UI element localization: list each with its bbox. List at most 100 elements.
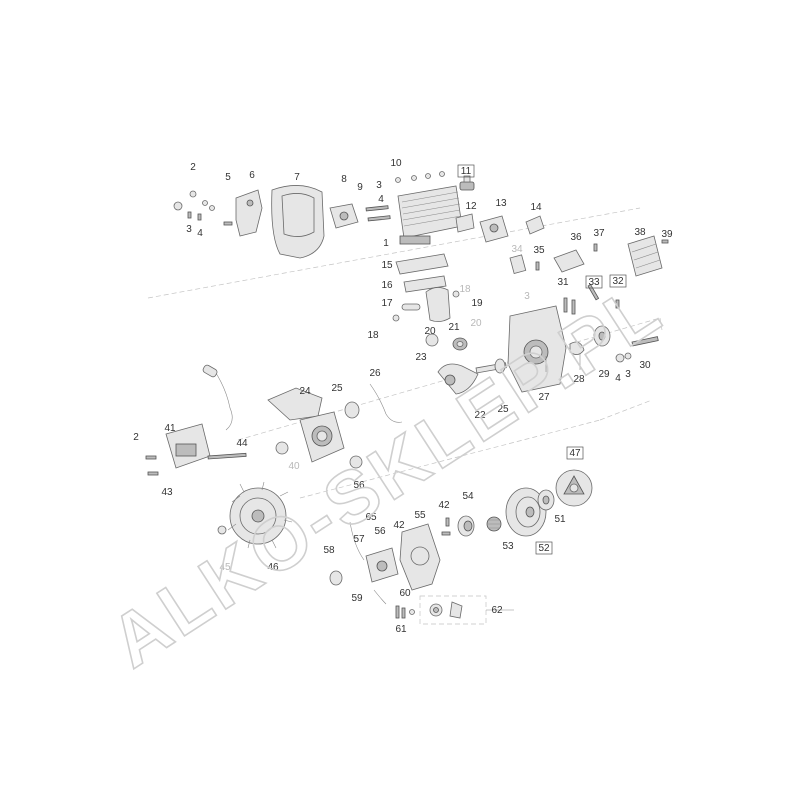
part-cable-26 [369, 383, 403, 423]
part-screw-5 [223, 221, 233, 226]
part-pump-56 [365, 547, 399, 583]
callout-label-l42b: 42 [393, 520, 405, 531]
callout-label-l15: 15 [381, 260, 393, 271]
callout-label-l23: 23 [415, 352, 427, 363]
part-gasket-8 [329, 203, 359, 229]
part-pin-17 [401, 303, 421, 311]
callout-label-l53: 53 [502, 541, 514, 552]
callout-label-l7: 7 [294, 172, 300, 183]
part-disc-29 [593, 325, 611, 347]
part-plate-38 [627, 235, 663, 277]
callout-label-l2b: 2 [133, 432, 139, 443]
part-clutch-47 [555, 469, 593, 507]
part-washer-56 [349, 455, 363, 469]
callout-label-l33: 33 [588, 277, 600, 288]
callout-label-l20b: 20 [470, 318, 482, 329]
part-ignition-lead [202, 364, 233, 431]
callout-label-l35: 35 [533, 245, 545, 256]
leader-lines [486, 354, 581, 611]
part-intake-13 [479, 215, 509, 243]
part-bolt-30 [631, 336, 659, 347]
part-34 [509, 254, 527, 274]
callout-label-l59: 59 [351, 593, 363, 604]
callout-label-l37: 37 [593, 228, 605, 239]
part-nut-45 [217, 525, 227, 535]
callout-label-l12: 12 [465, 201, 477, 212]
part-gasket-15 [395, 253, 449, 275]
callout-box-l52 [535, 541, 553, 555]
callout-label-l3b: 3 [376, 180, 382, 191]
callout-label-l21: 21 [448, 322, 460, 333]
callout-label-l30: 30 [639, 360, 651, 371]
part-bracket-36 [553, 249, 585, 273]
part-screws-60-61 [395, 605, 415, 619]
callout-label-l47: 47 [569, 448, 581, 459]
callout-label-l25b: 25 [497, 404, 509, 415]
callout-box-l33 [585, 275, 603, 289]
callout-label-l9: 9 [357, 182, 363, 193]
callout-label-l31: 31 [557, 277, 569, 288]
part-clip-28 [569, 341, 585, 355]
part-bracket-6 [235, 189, 263, 237]
callout-label-l29: 29 [598, 369, 610, 380]
part-washer-2 [173, 190, 197, 211]
part-filter-cover-7 [271, 185, 325, 259]
callout-label-l3d: 3 [625, 369, 631, 380]
watermark-text: ALKO-SKLEP.PL [96, 266, 677, 683]
callout-label-l38: 38 [634, 227, 646, 238]
part-screw-44 [207, 452, 247, 460]
callout-label-l4c: 4 [615, 373, 621, 384]
part-washer-51 [537, 489, 555, 511]
callout-label-l22: 22 [474, 410, 486, 421]
callout-label-l60: 60 [399, 588, 411, 599]
callout-label-l20a: 20 [424, 326, 436, 337]
callout-label-l46: 46 [267, 562, 279, 573]
callout-label-l56a: 56 [353, 480, 365, 491]
callout-label-l4b: 4 [378, 194, 384, 205]
part-hose-59 [373, 589, 387, 605]
part-screws-3-4 [187, 200, 215, 221]
part-pins-31 [563, 297, 576, 315]
callout-label-l6: 6 [249, 170, 255, 181]
part-spring-53 [486, 516, 502, 532]
part-ignition-coil-41 [165, 423, 211, 469]
part-piston-19 [425, 287, 451, 322]
part-clutch-drum-52 [505, 487, 547, 537]
callout-label-l56b: 56 [374, 526, 386, 537]
callout-label-l24: 24 [299, 386, 311, 397]
callout-label-l13: 13 [495, 198, 507, 209]
part-14 [525, 215, 545, 235]
callout-label-l36: 36 [570, 232, 582, 243]
part-screw-35 [535, 261, 540, 271]
part-seal-40 [275, 441, 289, 455]
callout-label-l57: 57 [353, 534, 365, 545]
callout-label-l39: 39 [661, 229, 673, 240]
part-flywheel-46 [227, 481, 293, 549]
callout-label-l62: 62 [491, 605, 503, 616]
callout-label-l1: 1 [383, 238, 389, 249]
callout-label-l43: 43 [161, 487, 173, 498]
callout-label-l42a: 42 [438, 500, 450, 511]
callout-label-l28: 28 [573, 374, 585, 385]
callout-box-l32 [609, 274, 627, 288]
callout-label-l18b: 18 [367, 330, 379, 341]
part-worm-54 [457, 515, 475, 537]
callout-box-l47 [566, 446, 584, 460]
part-screw-37 [593, 243, 598, 252]
callout-label-l34: 34 [511, 244, 523, 255]
callout-label-l11: 11 [461, 166, 472, 177]
callout-label-l45: 45 [219, 562, 231, 573]
callout-label-l8: 8 [341, 174, 347, 185]
callout-label-l44: 44 [236, 438, 248, 449]
part-bearing-21 [452, 337, 468, 351]
callout-label-l3a: 3 [186, 224, 192, 235]
callout-label-l55: 55 [414, 510, 426, 521]
callout-label-l51: 51 [554, 514, 566, 525]
part-seal-25 [344, 358, 506, 419]
callout-label-l61: 61 [395, 624, 407, 635]
part-bearing-20 [425, 333, 439, 347]
callout-label-l54: 54 [462, 491, 474, 502]
callout-box-l11 [457, 164, 475, 178]
